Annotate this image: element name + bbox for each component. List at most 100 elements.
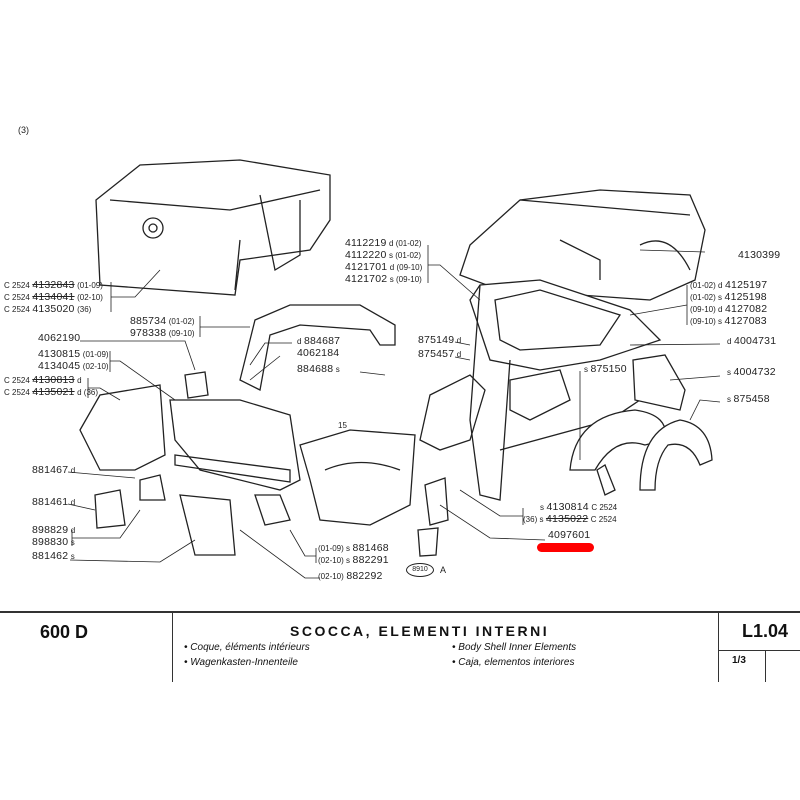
highlight-underline bbox=[537, 543, 594, 552]
page-number: 1/3 bbox=[732, 655, 746, 666]
part-number: 4130814 bbox=[546, 501, 589, 513]
part-callout: 875457 d bbox=[418, 348, 461, 361]
part-callout: s 4004732 bbox=[727, 366, 776, 379]
part-note: d bbox=[456, 336, 462, 345]
part-callout: 881467 d bbox=[32, 464, 75, 477]
catalog-code: L1.04 bbox=[742, 621, 789, 641]
leader-lines bbox=[67, 245, 721, 579]
part-number: 885734 bbox=[130, 315, 167, 327]
part-callout: 4062184 bbox=[297, 347, 339, 359]
part-callout: s 875150 bbox=[584, 363, 627, 376]
part-note: s bbox=[727, 395, 731, 404]
part-note: d bbox=[70, 526, 76, 535]
part-callout: (01-02) d 4125197 bbox=[690, 279, 767, 292]
part-note: d bbox=[727, 337, 732, 346]
part-number: 4097601 bbox=[548, 529, 591, 541]
part-callout: 898830 s bbox=[32, 536, 75, 549]
left-inner-panels bbox=[79, 371, 301, 556]
part-callout: d 4004731 bbox=[727, 335, 776, 348]
quarter-panel bbox=[419, 279, 662, 501]
part-note: (01-02) bbox=[168, 317, 195, 326]
part-note: s (01-02) bbox=[389, 251, 422, 260]
part-number: 4112220 bbox=[345, 249, 387, 261]
part-number: 4112219 bbox=[345, 237, 387, 249]
part-callout: C 2524 4135020 (36) bbox=[4, 303, 91, 316]
part-number: 4004731 bbox=[733, 335, 777, 347]
part-callout: C 2524 4130813 d bbox=[4, 374, 82, 387]
part-callout: s 875458 bbox=[727, 393, 770, 406]
part-note: s bbox=[540, 503, 544, 512]
part-note: (01-09) bbox=[77, 281, 103, 290]
part-number: 4062184 bbox=[297, 347, 340, 359]
part-number: 881468 bbox=[352, 542, 389, 554]
part-callout: 4121702 s (09-10) bbox=[345, 273, 422, 286]
part-number: 4004732 bbox=[733, 366, 776, 378]
part-number: 881467 bbox=[32, 464, 69, 476]
footer-divider bbox=[765, 650, 766, 682]
part-callout: 4134045 (02-10) bbox=[38, 360, 109, 373]
drawing-suffix: A bbox=[440, 565, 447, 575]
roof-frame bbox=[239, 304, 396, 391]
part-number: 4135020 bbox=[32, 303, 75, 315]
part-number: 4130815 bbox=[38, 348, 81, 360]
footer-divider bbox=[718, 612, 719, 682]
part-note: d bbox=[456, 350, 462, 359]
part-note: s bbox=[70, 538, 75, 547]
wheel-arches bbox=[569, 354, 713, 496]
part-note: (01-02) s bbox=[690, 293, 723, 302]
part-callout: C 2524 4135021 d (36) bbox=[4, 386, 98, 399]
part-number: 884688 bbox=[297, 363, 334, 375]
part-callout: C 2524 4132843 (01-09) bbox=[4, 279, 103, 292]
part-number: 4134045 bbox=[38, 360, 81, 372]
part-note: s bbox=[70, 552, 75, 561]
part-number: 882292 bbox=[346, 570, 383, 582]
part-note: (01-02) d bbox=[690, 281, 723, 290]
part-callout: C 2524 4134041 (02-10) bbox=[4, 291, 103, 304]
part-callout: 4130815 (01-09) bbox=[38, 348, 109, 361]
part-note: (09-10) d bbox=[690, 305, 723, 314]
part-number: 881461 bbox=[32, 496, 69, 508]
part-number: 4130813 bbox=[32, 374, 75, 386]
part-callout: 4121701 d (09-10) bbox=[345, 261, 422, 274]
part-callout: 875149 d bbox=[418, 334, 461, 347]
part-note: (36) s bbox=[523, 515, 544, 524]
part-marker: 15 bbox=[338, 421, 347, 430]
part-note: d (01-02) bbox=[389, 239, 422, 248]
drawing-code: 8910 bbox=[406, 563, 434, 577]
part-number: 881462 bbox=[32, 550, 69, 562]
part-callout: s 4130814 C 2524 bbox=[540, 501, 617, 514]
part-note: d bbox=[70, 466, 76, 475]
part-number: 4135022 bbox=[545, 513, 589, 525]
part-callout: 4112219 d (01-02) bbox=[345, 237, 421, 250]
footer-divider bbox=[718, 650, 800, 651]
page-title: SCOCCA, ELEMENTI INTERNI bbox=[290, 623, 550, 639]
part-number: 875458 bbox=[733, 393, 770, 405]
part-note: C 2524 bbox=[4, 305, 30, 314]
part-number: 875150 bbox=[590, 363, 627, 375]
part-callout: 4062190 bbox=[38, 332, 80, 344]
part-callout: 978338 (09-10) bbox=[130, 327, 195, 340]
part-note: (02-10) bbox=[82, 362, 109, 371]
part-number: 875149 bbox=[418, 334, 455, 346]
part-callout: 881462 s bbox=[32, 550, 75, 563]
part-number: 875457 bbox=[418, 348, 455, 360]
part-note: d (36) bbox=[77, 388, 99, 397]
title-english: • Body Shell Inner Elements bbox=[452, 642, 577, 653]
part-note: (01-09) bbox=[82, 350, 109, 359]
footer-divider bbox=[0, 611, 800, 613]
part-callout: 881461 d bbox=[32, 496, 75, 509]
part-note: d bbox=[70, 498, 76, 507]
part-number: 4134041 bbox=[32, 291, 75, 303]
part-note: s bbox=[727, 368, 731, 377]
title-german: • Wagenkasten-Innenteile bbox=[184, 657, 298, 668]
center-wheelhouse bbox=[299, 429, 449, 557]
part-callout: (09-10) s 4127083 bbox=[690, 315, 767, 328]
part-callout: (09-10) d 4127082 bbox=[690, 303, 767, 316]
part-number: 4125197 bbox=[724, 279, 768, 291]
part-number: 4127082 bbox=[724, 303, 768, 315]
part-number: 898829 bbox=[32, 524, 69, 536]
part-number: 884687 bbox=[303, 335, 341, 347]
part-callout: (02-10) 882292 bbox=[318, 570, 383, 583]
